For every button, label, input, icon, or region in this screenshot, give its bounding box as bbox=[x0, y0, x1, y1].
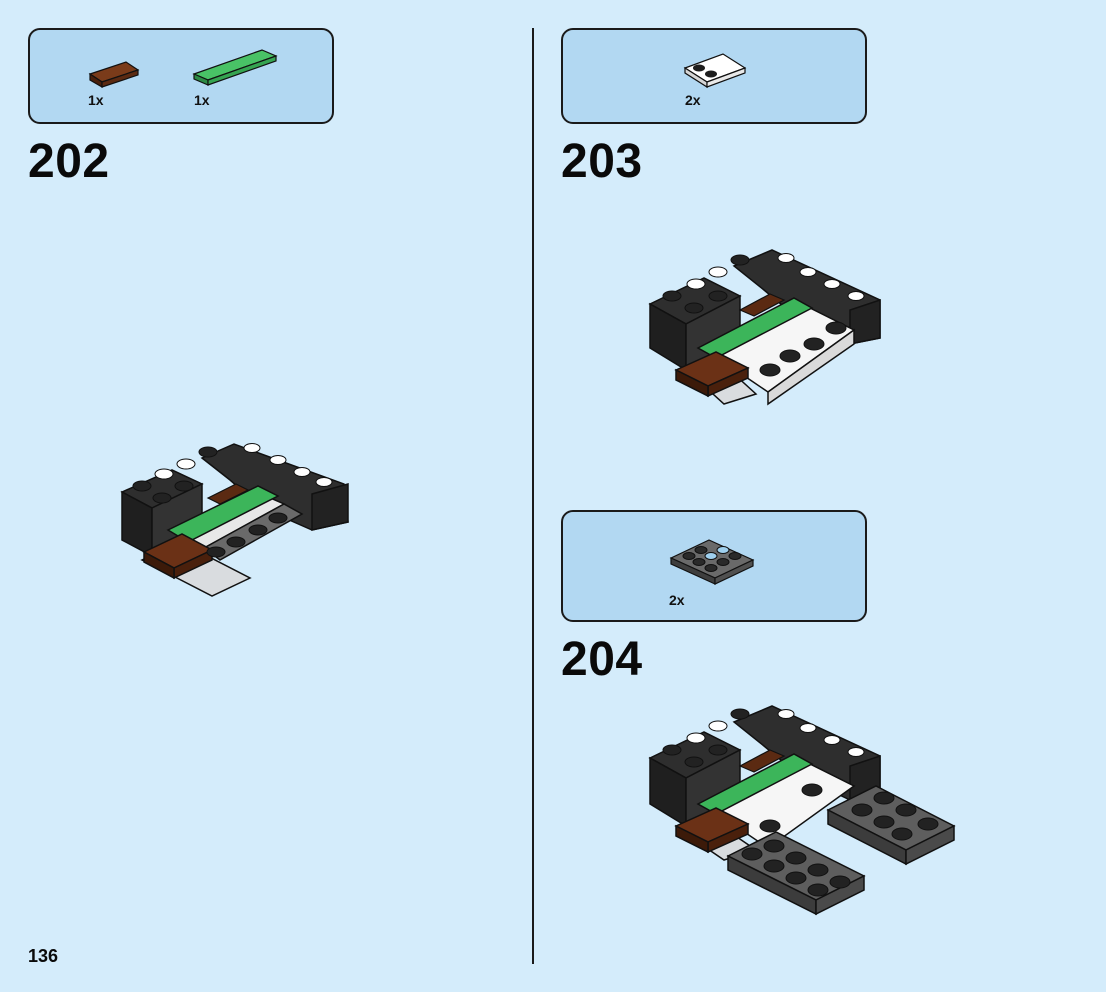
model-204-illustration bbox=[648, 705, 956, 916]
brown-tile-icon bbox=[88, 61, 140, 89]
parts-icons-203 bbox=[683, 53, 747, 89]
parts-callout-203: 2x bbox=[561, 28, 867, 124]
step-number-203: 203 bbox=[561, 135, 643, 188]
part-qty-green-tile: 1x bbox=[194, 92, 210, 108]
parts-callout-204: 2x bbox=[561, 510, 867, 622]
grey-plate-icon bbox=[669, 539, 755, 585]
part-qty-brown-tile: 1x bbox=[88, 92, 104, 108]
step-number-204: 204 bbox=[561, 633, 643, 686]
step-number-202: 202 bbox=[28, 135, 110, 188]
green-tile-icon bbox=[192, 49, 278, 86]
page-number: 136 bbox=[28, 946, 59, 966]
parts-icons-202 bbox=[88, 49, 278, 89]
parts-icons-204 bbox=[669, 539, 755, 585]
part-qty-white-plate: 2x bbox=[685, 92, 701, 108]
parts-callout-202: 1x 1x bbox=[28, 28, 334, 124]
column-divider bbox=[532, 28, 534, 964]
white-plate-icon bbox=[683, 53, 747, 89]
model-203-illustration bbox=[648, 249, 881, 406]
part-qty-grey-plate: 2x bbox=[669, 592, 685, 608]
model-202-illustration bbox=[120, 443, 349, 597]
